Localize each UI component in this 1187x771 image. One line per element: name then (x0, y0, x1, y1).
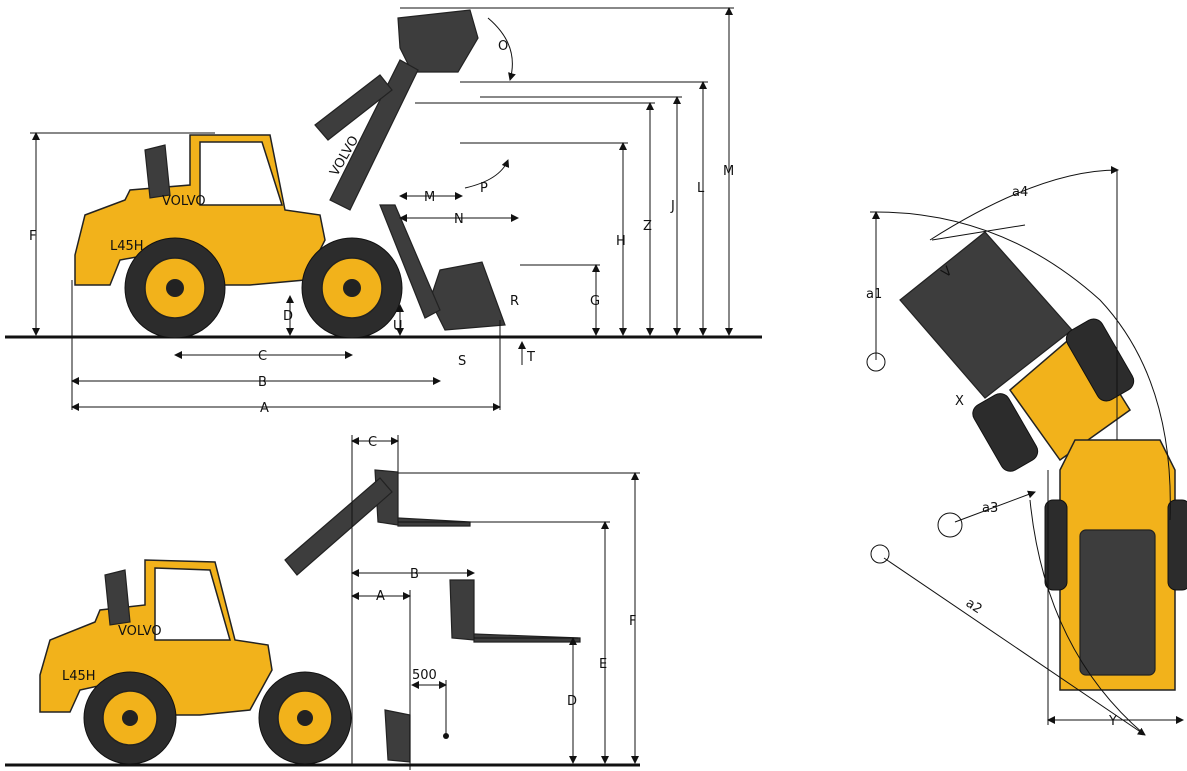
dim-label-g: G (590, 294, 600, 309)
dim-label-a: A (260, 401, 269, 416)
fork-load-centre-label: 500 (412, 668, 437, 683)
turn-label-a3: a3 (982, 501, 998, 516)
loader-body: VOLVO VOLVO L45H (74, 134, 362, 286)
fork-brand-decal: VOLVO (118, 624, 162, 639)
dim-label-j: J (670, 199, 675, 214)
turning-radius-top-view: a1 a2 a3 a4 V X Y (866, 166, 1187, 736)
dim-label-f: F (29, 229, 36, 244)
dim-label-h: H (616, 234, 626, 249)
dim-label-p: P (480, 181, 488, 196)
fork-dim-label-d: D (567, 694, 577, 709)
turning-rear-frame (1044, 439, 1187, 691)
dim-label-r: R (510, 294, 519, 309)
turn-label-x: X (955, 394, 964, 409)
fork-rear-wheel (83, 671, 177, 765)
raised-bucket (314, 9, 479, 211)
fork-carriage-mid (449, 579, 581, 643)
turn-label-y: Y (1108, 714, 1117, 729)
dim-label-k: L (697, 181, 705, 196)
model-decal: L45H (110, 239, 144, 254)
dim-label-z: Z (643, 219, 652, 234)
dim-label-b: B (258, 375, 267, 390)
lowered-bucket (379, 204, 506, 331)
fork-loader-side-view: VOLVO L45H C B A (5, 435, 640, 770)
loader-dimensions: F D U C B A T S R (29, 7, 734, 416)
dim-label-c: C (258, 349, 267, 364)
brand-decal: VOLVO (162, 194, 206, 209)
fork-dim-label-f: F (629, 614, 636, 629)
fork-dim-label-b: B (410, 567, 419, 582)
rear-wheel (124, 237, 226, 339)
fork-dim-label-e: E (599, 657, 607, 672)
bucket-loader-side-view: VOLVO VOLVO L45H F D U (5, 7, 762, 416)
dim-label-o: O (498, 39, 508, 54)
turn-label-a4: a4 (1012, 185, 1028, 200)
dim-label-m-final: M (424, 190, 435, 205)
fork-model-decal: L45H (62, 669, 96, 684)
fork-carriage-lowered (384, 709, 411, 763)
dim-label-u: U (393, 319, 403, 334)
fork-loader-body: VOLVO L45H (39, 559, 273, 716)
fork-dim-label-c: C (368, 435, 377, 450)
fork-dim-label-a: A (376, 589, 385, 604)
front-wheel (301, 237, 403, 339)
dim-label-t: T (526, 350, 535, 365)
turn-label-a2: a2 (963, 596, 985, 617)
fork-front-wheel (258, 671, 352, 765)
dim-label-s: S (458, 354, 466, 369)
fork-dimensions: C B A 500 D E F (351, 435, 640, 770)
turn-label-a1: a1 (866, 287, 882, 302)
dim-label-l: M (723, 164, 734, 179)
dim-label-d: D (283, 309, 293, 324)
dim-label-n: N (454, 212, 464, 227)
